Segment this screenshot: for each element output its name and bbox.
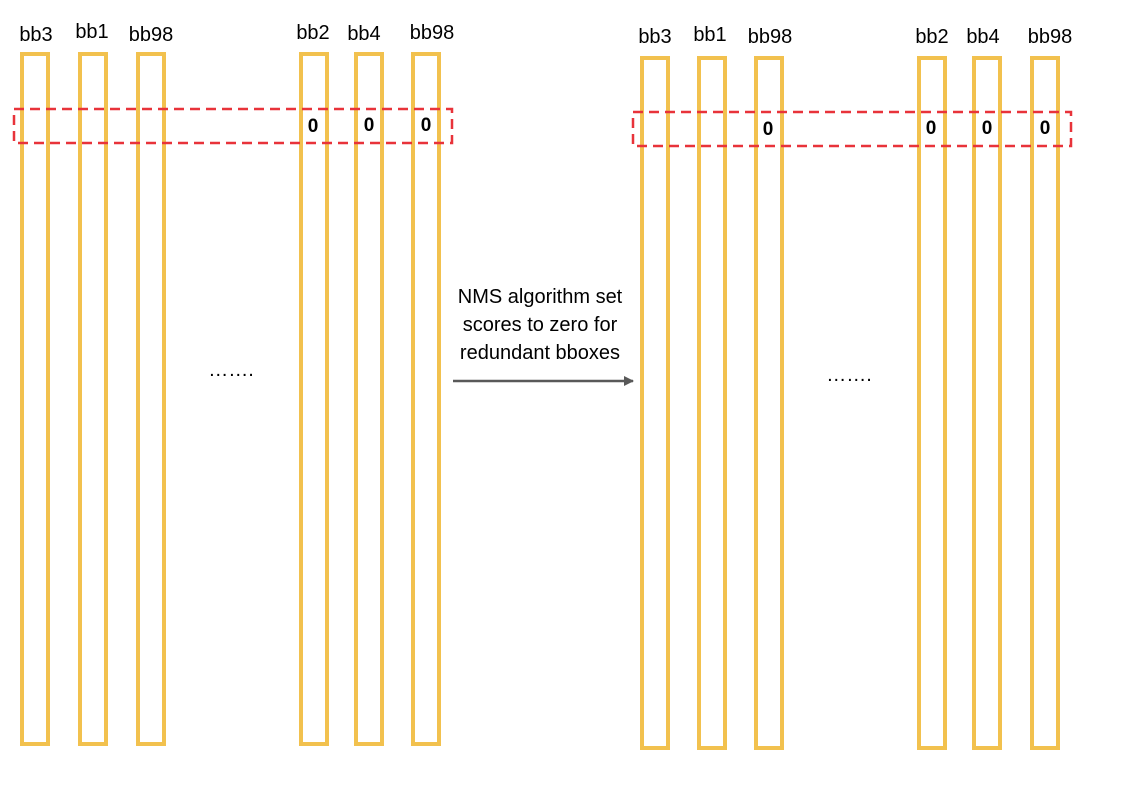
highlight-row-before [12, 107, 454, 145]
bar-before-1 [78, 52, 108, 746]
score-value-after-2: 0 [763, 119, 774, 140]
ellipsis-before: ……. [208, 359, 254, 381]
highlight-row-after [631, 110, 1073, 148]
column-label-after-1: bb1 [693, 24, 726, 46]
bar-after-4 [972, 56, 1002, 750]
bar-before-3 [299, 52, 329, 746]
bar-after-2 [754, 56, 784, 750]
caption-line-2: scores to zero for [463, 314, 618, 336]
caption-line-1: NMS algorithm set [458, 286, 623, 308]
transition-group: NMS algorithm set scores to zero for red… [453, 286, 634, 386]
caption-line-3: redundant bboxes [460, 342, 620, 364]
column-label-before-2: bb98 [129, 24, 174, 46]
column-label-before-5: bb98 [410, 22, 455, 44]
bar-after-1 [697, 56, 727, 750]
column-label-after-5: bb98 [1028, 26, 1073, 48]
bar-before-0 [20, 52, 50, 746]
column-label-before-3: bb2 [296, 22, 329, 44]
score-value-after-5: 0 [1040, 118, 1051, 139]
column-label-before-0: bb3 [19, 24, 52, 46]
bar-before-4 [354, 52, 384, 746]
column-label-after-2: bb98 [748, 26, 793, 48]
bar-before-2 [136, 52, 166, 746]
column-label-after-4: bb4 [966, 26, 999, 48]
bar-before-5 [411, 52, 441, 746]
bar-after-5 [1030, 56, 1060, 750]
column-label-after-3: bb2 [915, 26, 948, 48]
score-value-before-5: 0 [421, 115, 432, 136]
after-group: bb3 bb1 bb98 bb2 bb4 bb98 0 0 0 0 ……. [631, 24, 1073, 750]
score-value-after-3: 0 [926, 118, 937, 139]
score-value-before-4: 0 [364, 115, 375, 136]
ellipsis-after: ……. [826, 364, 872, 386]
bar-after-0 [640, 56, 670, 750]
column-label-before-1: bb1 [75, 21, 108, 43]
bar-after-3 [917, 56, 947, 750]
score-value-after-4: 0 [982, 118, 993, 139]
before-group: bb3 bb1 bb98 bb2 bb4 bb98 0 0 0 ……. [12, 21, 455, 746]
column-label-before-4: bb4 [347, 23, 380, 45]
column-label-after-0: bb3 [638, 26, 671, 48]
score-value-before-3: 0 [308, 116, 319, 137]
